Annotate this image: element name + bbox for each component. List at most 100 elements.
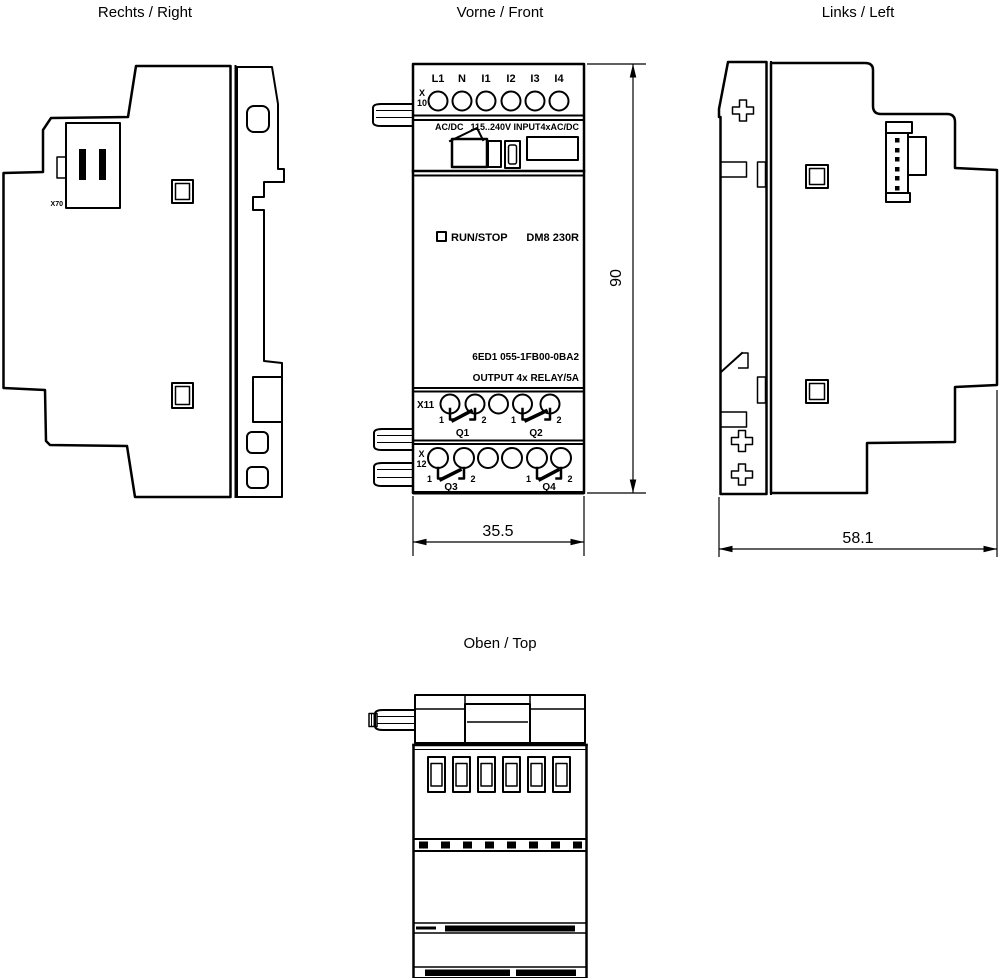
rail-clip-hook: [738, 352, 749, 369]
contact-blade: [438, 467, 463, 482]
contact-blade: [523, 408, 549, 423]
latch-slide: [450, 137, 489, 169]
terminal-screw: [427, 90, 449, 112]
x11-label: X11: [417, 400, 435, 411]
band-bar: [516, 969, 576, 976]
contact-pin-2: 2: [471, 474, 476, 484]
plus-cutout: [731, 99, 755, 122]
front-rating-section: AC/DC 115..240V INPUT4xAC/DC: [435, 122, 579, 169]
connector-pin: [895, 176, 900, 181]
socket-label: X70: [51, 201, 64, 208]
terminal-screw: [427, 447, 449, 469]
square-window-inner: [808, 382, 826, 401]
plus-cutout: [730, 429, 754, 453]
top-upper-section: [414, 694, 586, 744]
arrowhead: [629, 479, 637, 493]
terminal-slot-inner: [430, 762, 443, 787]
view-titles: Rechts / Right Vorne / Front Links / Lef…: [98, 4, 895, 652]
output-rating-label: OUTPUT 4x RELAY/5A: [473, 373, 579, 384]
left-panel-outline: [717, 60, 768, 496]
right-side-view: X70: [2, 64, 285, 499]
output-q4-label: Q4: [542, 482, 556, 493]
rail-clip-spring: [719, 351, 744, 374]
left-body-outline: [769, 61, 999, 495]
square-window-inner: [174, 385, 191, 406]
panel-slot: [719, 411, 748, 428]
power-type-label: AC/DC: [435, 122, 464, 132]
top-rib-band-1: [412, 838, 588, 852]
top-side-plug: [368, 709, 416, 731]
arrowhead: [413, 538, 427, 546]
arrowhead: [983, 545, 997, 553]
terminal-label-l1: L1: [432, 73, 445, 85]
panel-latch: [756, 161, 767, 188]
input-rating-label: 115..240V INPUT4xAC/DC: [470, 122, 579, 132]
contact-stub: [535, 466, 543, 480]
connector-flange-top: [885, 121, 913, 134]
terminal-slot: [477, 756, 496, 793]
cap-center-block: [464, 703, 531, 744]
band-bar: [416, 926, 436, 930]
top-rib-band-3: [413, 966, 587, 978]
square-window: [805, 379, 829, 404]
terminal-slot: [427, 756, 446, 793]
plug-top: [372, 103, 414, 127]
arrowhead: [570, 538, 584, 546]
relay-contact-q2: 1 2 Q2: [511, 407, 562, 439]
terminal-slot-inner: [455, 762, 468, 787]
terminal-label-i1: I1: [481, 73, 490, 85]
connector-step: [907, 136, 927, 176]
square-window-inner: [174, 182, 191, 201]
model-label: DM8 230R: [526, 232, 579, 244]
connector-pin: [895, 157, 900, 162]
terminal-screw: [548, 90, 570, 112]
contact-blade: [450, 408, 474, 423]
contact-pin-1: 1: [526, 474, 531, 484]
terminal-screw: [526, 447, 548, 469]
top-view-title: Oben / Top: [463, 635, 536, 652]
top-body: [412, 743, 588, 978]
top-terminal-slots: [427, 756, 571, 793]
x10-label-line1: X: [419, 88, 425, 98]
band-bar: [425, 969, 510, 976]
contact-stub: [469, 407, 477, 421]
terminal-slot-inner: [530, 762, 543, 787]
contact-pin-1: 1: [511, 415, 516, 425]
terminal-screw: [500, 90, 522, 112]
front-view-title: Vorne / Front: [457, 4, 545, 21]
x12-label-line2: 12: [416, 459, 426, 469]
terminal-label-n: N: [458, 73, 466, 85]
left-view-title: Links / Left: [822, 4, 895, 21]
socket-slot: [99, 149, 106, 180]
panel-latch: [756, 376, 767, 404]
output-q2-label: Q2: [529, 428, 543, 439]
top-rib-band-2: [413, 922, 587, 934]
dimension-annotations: 90 35.5 58.1: [412, 63, 998, 557]
terminal-slot: [527, 756, 546, 793]
plug-bottom-2: [373, 462, 414, 487]
right-view-title: Rechts / Right: [98, 4, 193, 21]
dimension-depth: 58.1: [718, 390, 998, 557]
right-expansion-socket: X70: [51, 122, 121, 209]
terminal-label-i4: I4: [554, 73, 564, 85]
terminal-screw: [453, 447, 475, 469]
width-dimension-label: 35.5: [482, 523, 513, 540]
contact-stub: [436, 466, 444, 480]
contact-blade: [537, 467, 561, 482]
contact-stub: [544, 407, 552, 421]
dimension-width: 35.5: [412, 496, 585, 556]
plug-outline: [374, 709, 416, 731]
x12-label-line1: X: [418, 449, 424, 459]
led-label: RUN/STOP: [451, 232, 508, 244]
x10-label-line2: 10: [417, 98, 427, 108]
right-panel-outline: [236, 66, 285, 498]
output-q3-label: Q3: [444, 482, 458, 493]
panel-rounded-hole: [246, 431, 269, 454]
panel-rounded-hole: [246, 466, 269, 489]
terminal-slot-inner: [480, 762, 493, 787]
band-bar: [445, 925, 575, 932]
plus-cutout: [730, 463, 754, 486]
front-terminal-row-x11: X11 1 2 Q1 1 2 Q2: [417, 393, 562, 439]
left-panel-cutouts: [719, 99, 767, 486]
